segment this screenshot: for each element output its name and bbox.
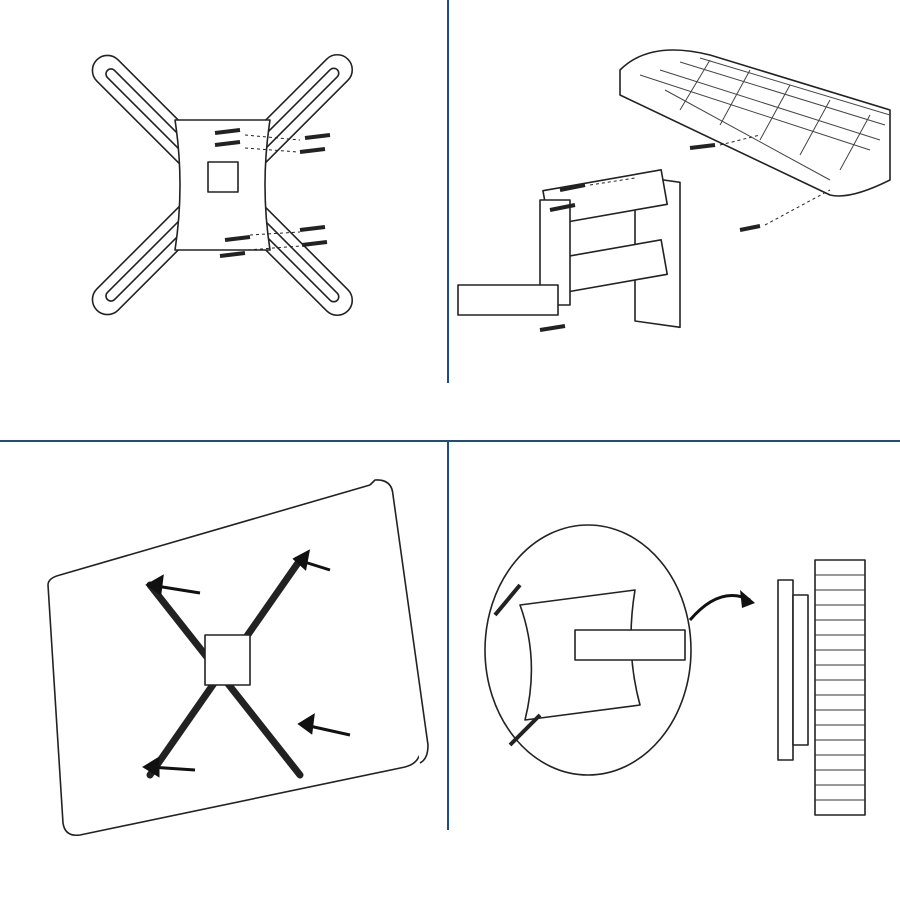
wall-side-view	[777, 559, 866, 816]
swing-arm	[457, 169, 669, 316]
bracket-detail	[493, 583, 686, 747]
panel-hang-on-wall	[484, 524, 866, 816]
panel-bracket-screws	[91, 53, 354, 317]
screws	[214, 128, 331, 258]
center-square	[207, 161, 239, 193]
panel-tv-back	[47, 479, 429, 837]
vertical-divider-top	[447, 0, 449, 383]
horizontal-divider	[0, 440, 900, 442]
curved-arrow	[688, 594, 751, 621]
screws	[539, 134, 831, 332]
arrows	[142, 549, 351, 778]
vertical-divider-bottom	[447, 442, 449, 830]
brick-wall	[619, 49, 891, 197]
panel-wall-plate	[457, 49, 891, 332]
center-plate	[204, 634, 251, 686]
